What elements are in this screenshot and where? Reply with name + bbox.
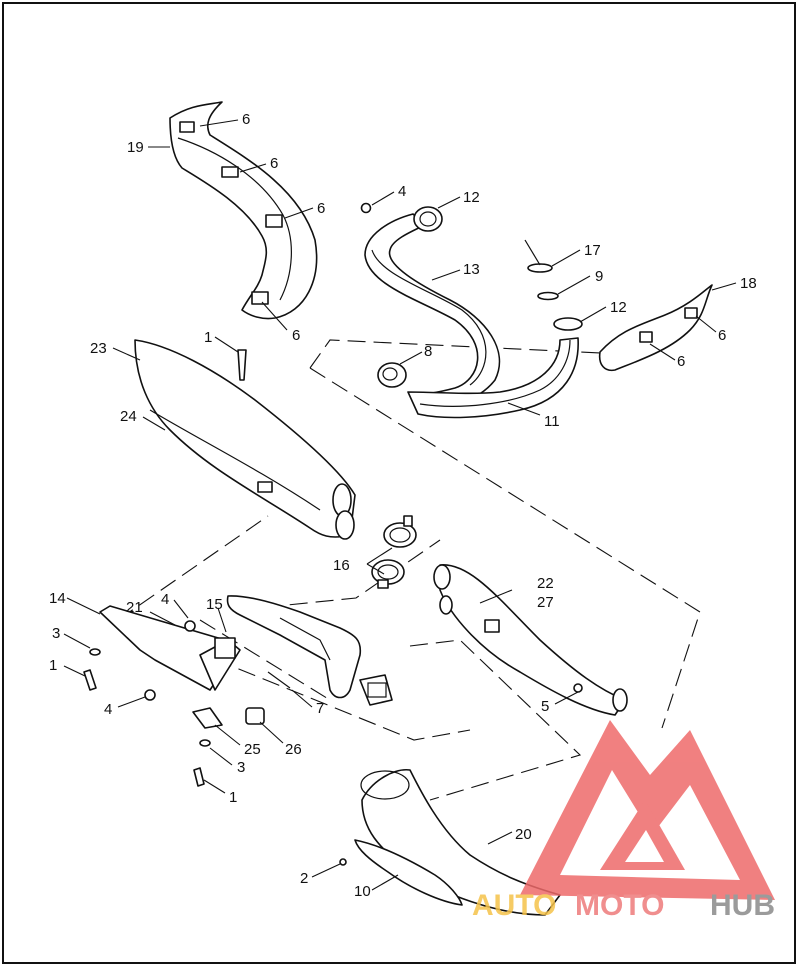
rear-head-pipe-11 xyxy=(407,337,579,419)
gasket-17 xyxy=(527,263,553,273)
callout-5: 5 xyxy=(541,698,549,715)
clamp-8 xyxy=(377,362,407,388)
callout-11: 11 xyxy=(544,413,560,430)
callout-17: 17 xyxy=(584,242,601,259)
washer-3-left xyxy=(89,648,101,656)
callout-12: 12 xyxy=(463,189,480,206)
flange-12-lower xyxy=(553,317,583,331)
heat-shield-19 xyxy=(169,101,318,320)
watermark-hub: HUB xyxy=(710,889,775,922)
callout-6: 6 xyxy=(317,200,325,217)
callout-6: 6 xyxy=(677,353,685,370)
nut-4-upper xyxy=(360,202,372,214)
callout-4: 4 xyxy=(398,183,406,200)
stud-7 xyxy=(267,671,291,689)
bracket-21 xyxy=(99,605,241,691)
heat-shield-18 xyxy=(598,284,713,372)
callout-1: 1 xyxy=(229,789,237,806)
callout-13: 13 xyxy=(463,261,480,278)
callout-4: 4 xyxy=(104,701,112,718)
callout-8: 8 xyxy=(424,343,432,360)
callout-9: 9 xyxy=(595,268,603,285)
callout-7: 7 xyxy=(316,700,324,717)
callout-1: 1 xyxy=(49,657,57,674)
nut-4-mid xyxy=(184,620,196,632)
callout-14: 14 xyxy=(49,590,66,607)
grommet-26 xyxy=(245,707,265,725)
callout-6: 6 xyxy=(270,155,278,172)
clamp-16-upper xyxy=(383,515,417,548)
triangle-logo-mark xyxy=(520,720,775,900)
screw-2 xyxy=(339,858,347,866)
callout-10: 10 xyxy=(354,883,371,900)
watermark-moto: MOTO xyxy=(575,889,664,922)
callout-20: 20 xyxy=(515,826,532,843)
muffler-22-27 xyxy=(433,564,628,716)
callout-4: 4 xyxy=(161,591,169,608)
callout-23: 23 xyxy=(90,340,107,357)
washer-3-lower xyxy=(199,739,211,747)
screw-1-left xyxy=(83,669,97,691)
callout-6: 6 xyxy=(242,111,250,128)
heat-shield-10 xyxy=(354,839,463,906)
callout-26: 26 xyxy=(285,741,302,758)
automotohub-watermark-logo: AUTO MOTO HUB xyxy=(472,720,775,922)
retaining-ring-9 xyxy=(537,291,559,301)
watermark-auto: AUTO xyxy=(472,889,556,922)
callout-labels: 19 6 6 6 6 4 12 13 17 9 12 18 6 6 8 11 2… xyxy=(49,111,757,900)
callout-6: 6 xyxy=(292,327,300,344)
callout-1: 1 xyxy=(204,329,212,346)
leader-lines xyxy=(63,119,737,891)
callout-19: 19 xyxy=(127,139,144,156)
callout-25: 25 xyxy=(244,741,261,758)
callout-16: 16 xyxy=(333,557,350,574)
callout-15: 15 xyxy=(206,596,223,613)
callout-27: 27 xyxy=(537,594,554,611)
nut-4-left xyxy=(144,689,156,701)
saddlebag-bracket-15 xyxy=(226,595,393,706)
screw-1-lower xyxy=(193,767,205,787)
callout-6: 6 xyxy=(718,327,726,344)
callout-12: 12 xyxy=(610,299,627,316)
callout-3: 3 xyxy=(237,759,245,776)
muffler-23-24 xyxy=(134,339,356,540)
clamp-mark xyxy=(179,121,283,305)
callout-22: 22 xyxy=(537,575,554,592)
clamp-16-lower xyxy=(371,559,405,589)
callout-2: 2 xyxy=(300,870,308,887)
screw-5 xyxy=(573,683,583,693)
clip-25 xyxy=(192,707,223,729)
callout-18: 18 xyxy=(740,275,757,292)
flange-12-upper xyxy=(413,206,443,232)
screw-1-top xyxy=(237,349,247,381)
callout-24: 24 xyxy=(120,408,137,425)
callout-21: 21 xyxy=(126,599,143,616)
callout-3: 3 xyxy=(52,625,60,642)
